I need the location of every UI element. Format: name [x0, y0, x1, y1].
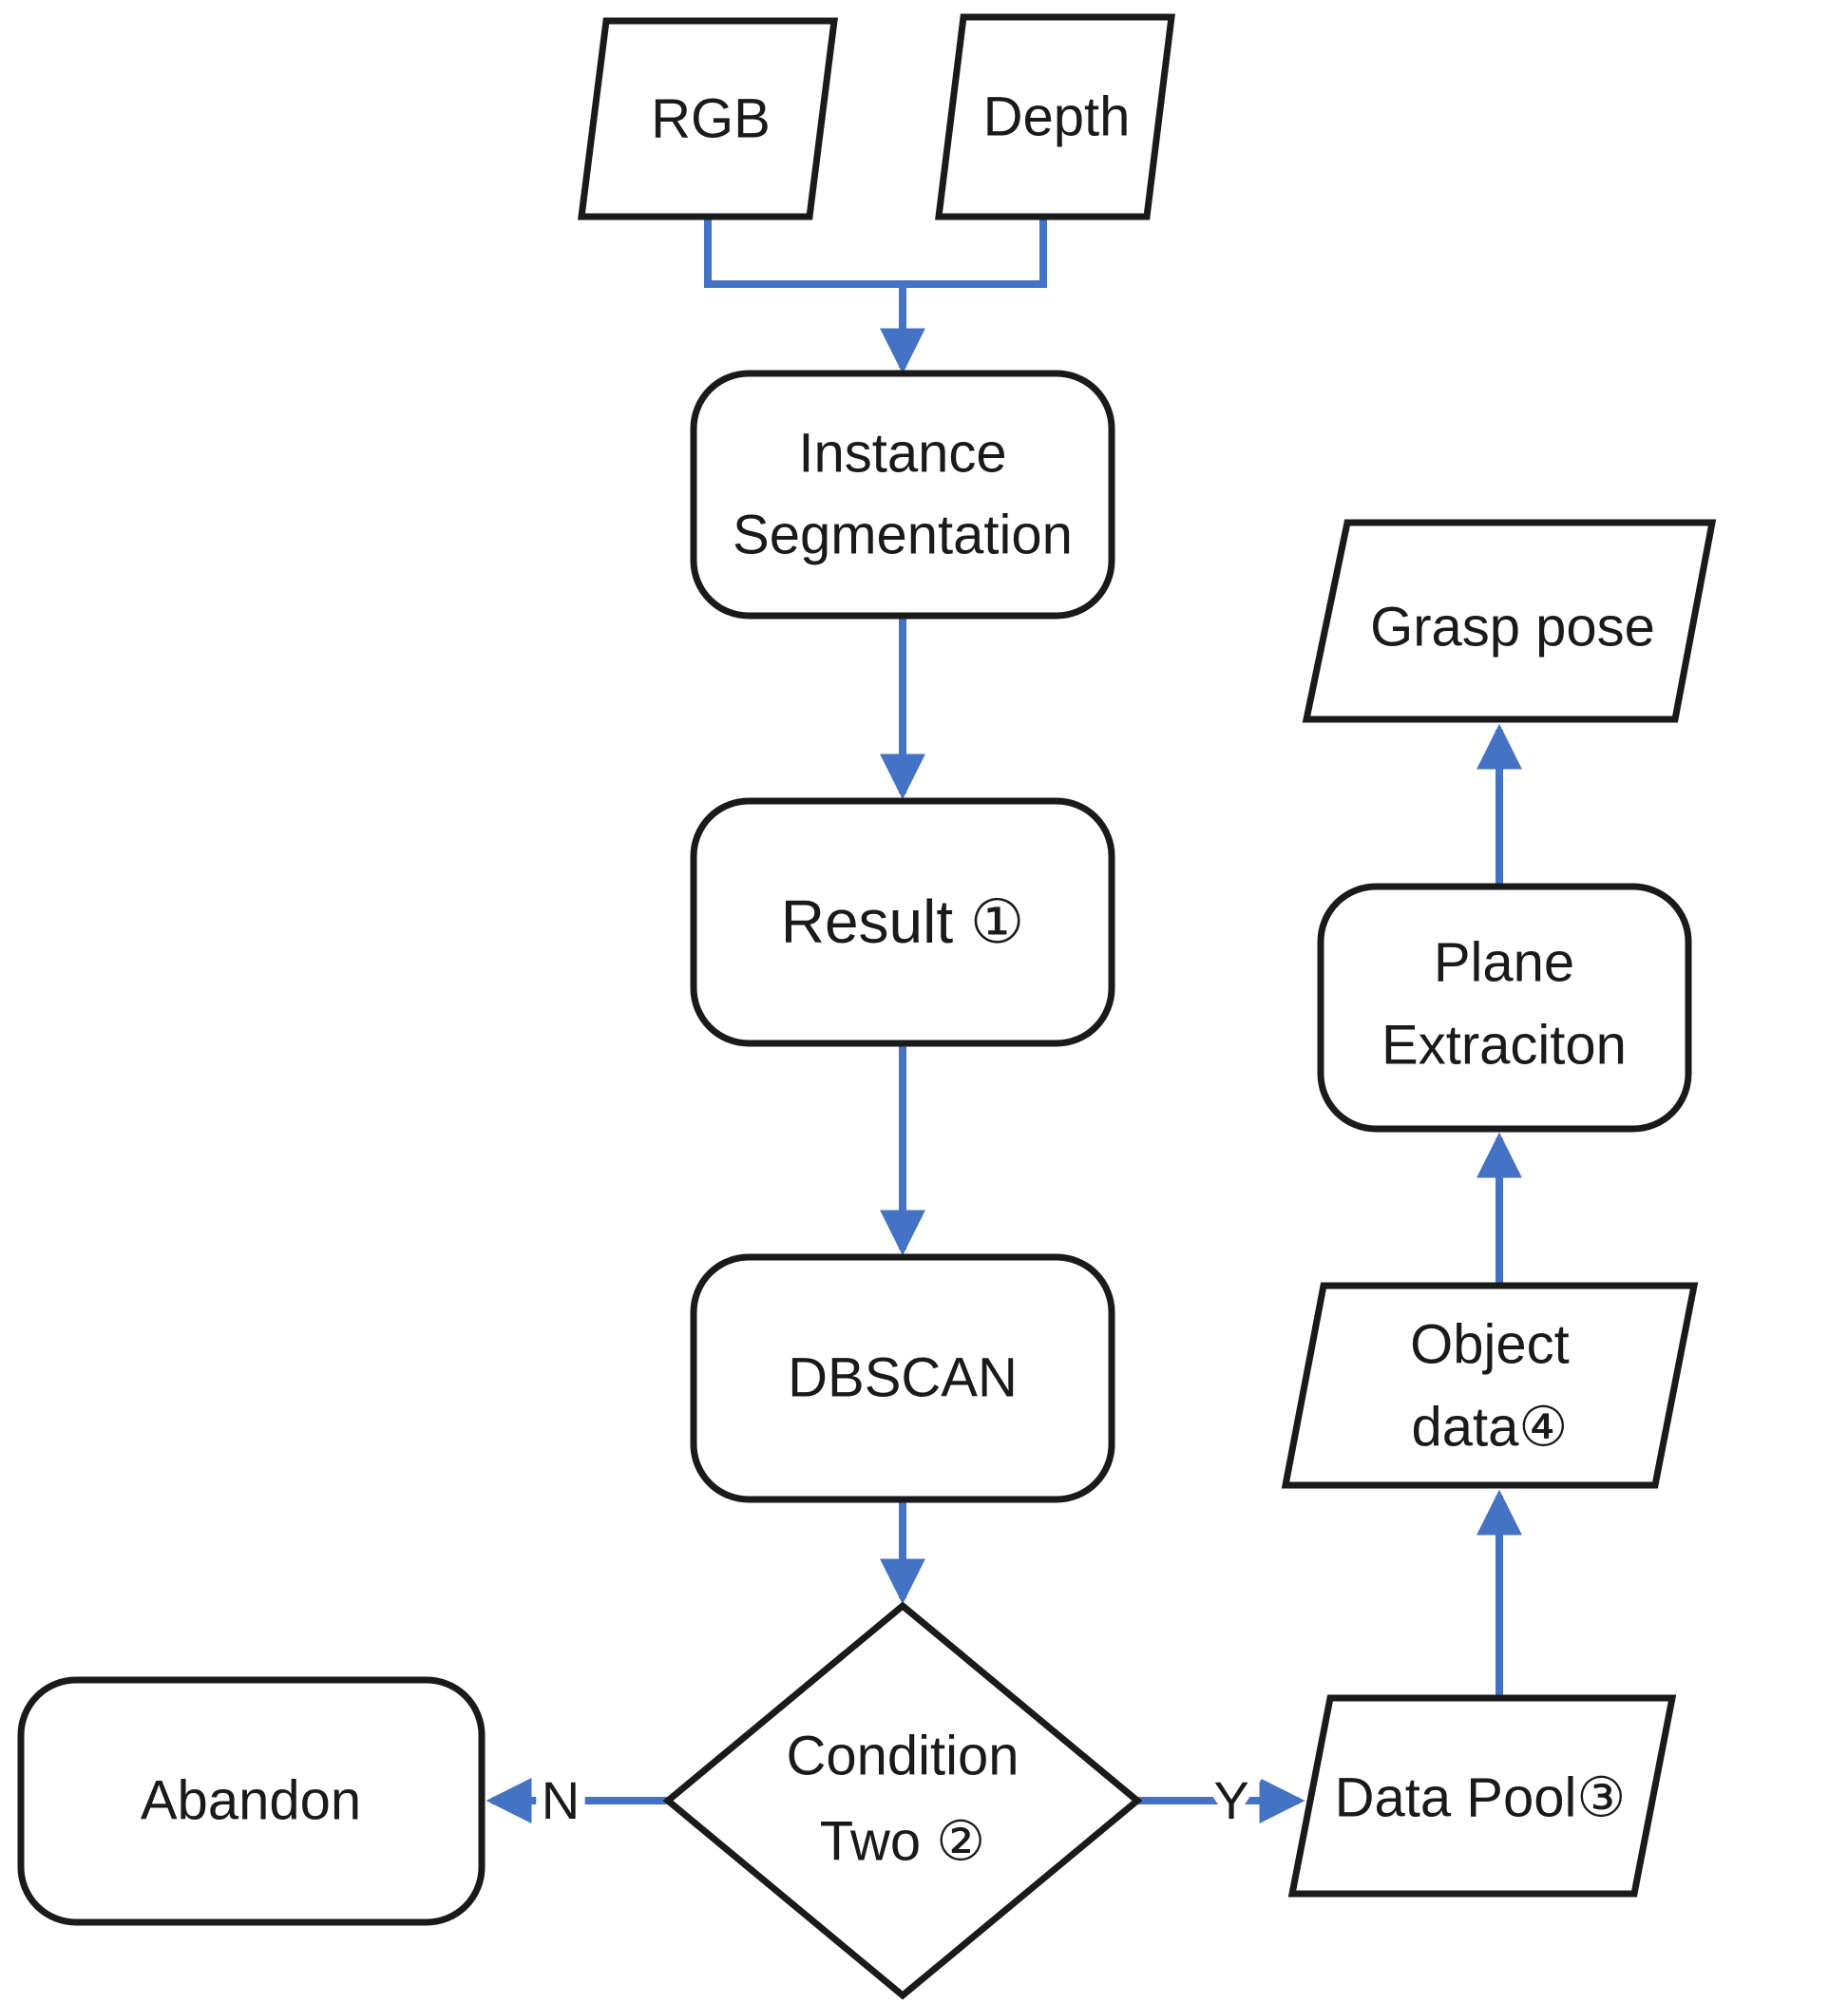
plane-extraction-box [1317, 883, 1692, 1133]
node-object-data: Object data④ [1281, 1282, 1699, 1489]
grasp-pose-label: Grasp pose [1370, 597, 1655, 658]
rgb-parallelogram [578, 17, 838, 220]
dbscan-box [690, 1253, 1115, 1503]
result-label: Result ① [781, 887, 1025, 956]
instance-segmentation-label-line2: Segmentation [733, 505, 1073, 566]
rgb-label: RGB [651, 88, 771, 150]
node-instance-segmentation: Instance Segmentation [690, 370, 1115, 620]
node-depth: Depth [935, 13, 1175, 220]
abandon-box [17, 1676, 486, 1926]
instance-segmentation-label-line1: Instance [798, 423, 1006, 485]
node-data-pool: Data Pool③ [1287, 1694, 1677, 1898]
edge-label-yes: Y [1213, 1770, 1248, 1830]
result-box [690, 797, 1115, 1047]
connector-rgb-depth-merge [704, 217, 1047, 288]
node-grasp-pose: Grasp pose [1302, 519, 1717, 723]
node-rgb: RGB [578, 17, 838, 220]
data-pool-parallelogram [1287, 1694, 1677, 1898]
object-data-parallelogram [1281, 1282, 1699, 1489]
node-dbscan: DBSCAN [690, 1253, 1115, 1503]
node-condition-two: Condition Two ② [662, 1601, 1143, 2000]
instance-segmentation-box [690, 370, 1115, 620]
abandon-label: Abandon [141, 1770, 361, 1832]
depth-label: Depth [983, 86, 1131, 148]
node-plane-extraction: Plane Extraciton [1317, 883, 1692, 1133]
dbscan-label: DBSCAN [788, 1347, 1018, 1409]
object-data-label-line2: data④ [1412, 1397, 1569, 1459]
data-pool-label: Data Pool③ [1335, 1767, 1627, 1829]
edge-label-no: N [542, 1770, 580, 1830]
condition-two-label-line1: Condition [786, 1726, 1019, 1787]
condition-two-label-line2: Two ② [820, 1811, 985, 1873]
grasp-pose-parallelogram [1302, 519, 1717, 723]
node-result: Result ① [690, 797, 1115, 1047]
node-abandon: Abandon [17, 1676, 486, 1926]
plane-extraction-label-line2: Extraciton [1381, 1015, 1627, 1077]
condition-two-diamond [662, 1601, 1143, 2000]
depth-parallelogram [935, 13, 1175, 220]
plane-extraction-label-line1: Plane [1434, 932, 1574, 994]
object-data-label-line1: Object [1410, 1314, 1570, 1376]
